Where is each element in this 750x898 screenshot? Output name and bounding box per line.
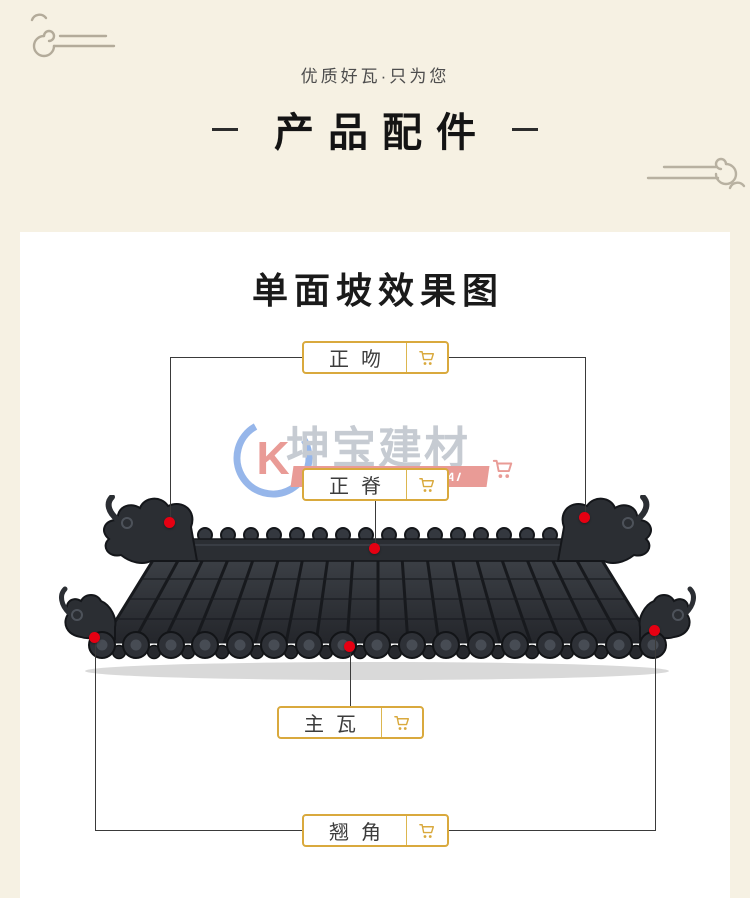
part-label-zhengwen[interactable]: 正吻 xyxy=(302,341,449,374)
part-label-qiaojiao[interactable]: 翘角 xyxy=(302,814,449,847)
page-title: 产品配件 xyxy=(274,111,490,155)
cart-button[interactable] xyxy=(406,470,447,499)
callout-line xyxy=(448,357,585,358)
cart-button[interactable] xyxy=(381,708,422,737)
cart-icon xyxy=(419,477,435,492)
callout-line xyxy=(95,830,303,831)
title-divider-right xyxy=(512,127,538,131)
red-anchor-dot xyxy=(579,512,590,523)
callout-line xyxy=(170,357,303,358)
red-anchor-dot xyxy=(344,641,355,652)
part-label-zhuwa[interactable]: 主瓦 xyxy=(277,706,424,739)
cart-button[interactable] xyxy=(406,816,447,845)
header-title-row: 产品配件 xyxy=(0,100,750,158)
callout-line xyxy=(350,651,351,706)
roof-product-photo xyxy=(55,495,700,680)
part-label-text: 正脊 xyxy=(329,476,393,498)
red-anchor-dot xyxy=(89,632,100,643)
red-anchor-dot xyxy=(164,517,175,528)
cloud-motif-icon xyxy=(30,13,116,58)
red-anchor-dot xyxy=(649,625,660,636)
part-label-text: 主瓦 xyxy=(304,714,368,736)
cart-button[interactable] xyxy=(406,343,447,372)
title-divider-left xyxy=(212,127,238,131)
cart-icon xyxy=(419,823,435,838)
red-anchor-dot xyxy=(369,543,380,554)
part-label-text: 正吻 xyxy=(329,349,393,371)
callout-line xyxy=(95,643,96,830)
callout-line xyxy=(375,501,376,549)
callout-line xyxy=(585,357,586,518)
callout-line xyxy=(170,357,171,523)
part-label-text: 翘角 xyxy=(329,822,393,844)
cart-icon xyxy=(419,350,435,365)
callout-line xyxy=(449,830,656,831)
callout-line xyxy=(655,636,656,830)
part-label-zhengji[interactable]: 正脊 xyxy=(302,468,449,501)
cart-icon xyxy=(394,715,410,730)
header-subtitle: 优质好瓦·只为您 xyxy=(300,67,450,86)
diagram-title: 单面坡效果图 xyxy=(251,270,504,311)
